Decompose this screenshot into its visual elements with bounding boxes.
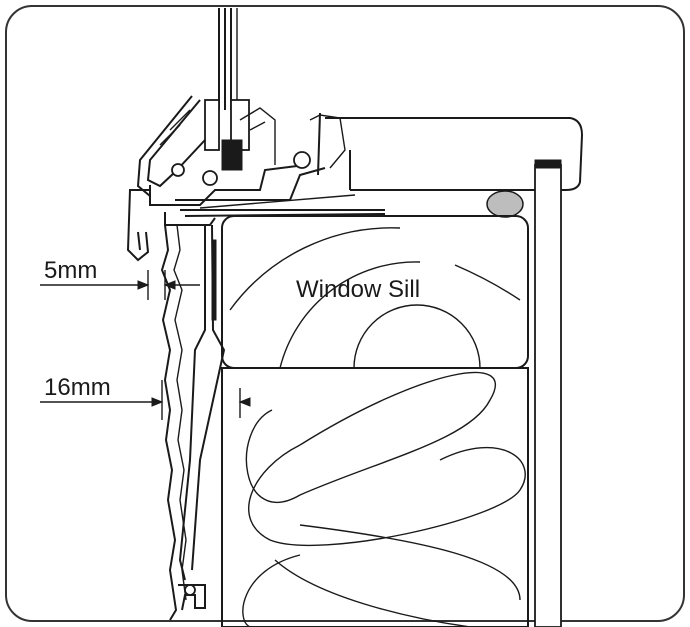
internal-window-board	[325, 117, 584, 627]
dimension-5mm	[40, 270, 200, 300]
dimension-16mm	[40, 380, 251, 420]
window-frame-profile	[126, 95, 346, 262]
label-16mm: 16mm	[44, 374, 111, 401]
packer-ellipse	[486, 190, 524, 218]
glazing-pane	[218, 8, 238, 110]
label-5mm: 5mm	[44, 257, 97, 284]
insulation-roll	[221, 367, 529, 627]
label-window-sill: Window Sill	[296, 276, 420, 303]
diagram-frame	[5, 5, 685, 622]
